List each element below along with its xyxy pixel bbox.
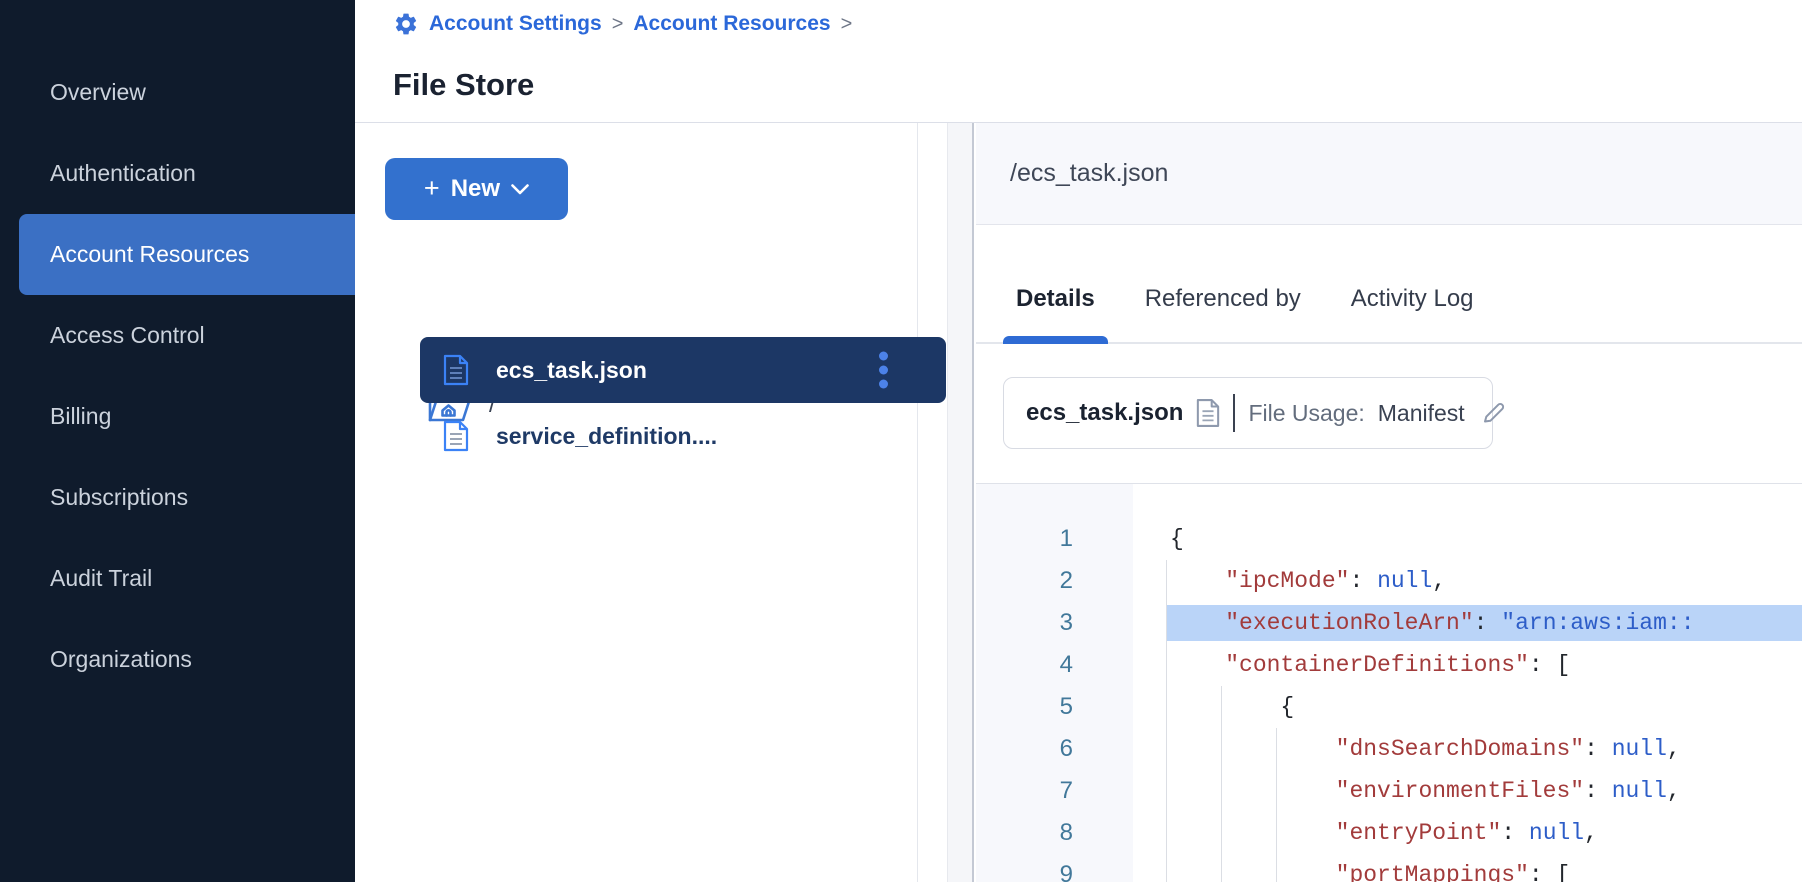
- line-number: 3: [1059, 609, 1073, 636]
- sidebar-item-access-control[interactable]: Access Control: [50, 322, 205, 348]
- gear-icon: [393, 11, 419, 37]
- vertical-divider: [1233, 394, 1236, 432]
- file-usage-value: Manifest: [1377, 399, 1465, 426]
- file-row[interactable]: ecs_task.json: [420, 337, 946, 403]
- sidebar-item-subscriptions[interactable]: Subscriptions: [50, 484, 189, 510]
- code-line: "environmentFiles": null,: [1335, 778, 1681, 804]
- line-number: 6: [1059, 735, 1073, 762]
- code-line: "ipcMode": null,: [1225, 568, 1447, 594]
- indent-guide: [1166, 560, 1167, 882]
- code-line: "executionRoleArn": "arn:aws:iam::: [1133, 602, 1802, 644]
- root-path-label: /: [489, 391, 496, 418]
- file-usage-label: File Usage:: [1248, 399, 1365, 426]
- line-number: 7: [1059, 777, 1073, 804]
- file-name-label: ecs_task.json: [496, 356, 647, 383]
- code-content: { "ipcMode": null, "executionRoleArn": "…: [1133, 484, 1802, 882]
- line-number: 4: [1059, 651, 1073, 678]
- kebab-menu-icon[interactable]: [875, 348, 892, 393]
- line-number: 2: [1059, 567, 1073, 594]
- file-path: /ecs_task.json: [1010, 159, 1169, 187]
- plus-icon: +: [423, 172, 440, 203]
- detail-tabs: Details Referenced by Activity Log: [976, 225, 1802, 344]
- file-info-card: ecs_task.json File Usage: Manifest: [1003, 377, 1504, 449]
- code-line: {: [1170, 526, 1184, 552]
- line-number: 5: [1059, 693, 1073, 720]
- code-line: "entryPoint": null,: [1335, 820, 1598, 846]
- line-number: 1: [1059, 525, 1073, 552]
- file-name: ecs_task.json: [1026, 399, 1184, 426]
- document-icon: [1196, 398, 1220, 428]
- indent-guide: [1276, 728, 1277, 882]
- line-number-gutter: 1 2 3 4 5 6 7 8 9: [976, 484, 1133, 882]
- edit-usage-pencil-icon[interactable]: [1478, 398, 1508, 428]
- breadcrumb-link[interactable]: Account Resources: [633, 12, 831, 35]
- sidebar-item-billing[interactable]: Billing: [50, 403, 112, 429]
- code-line: "containerDefinitions": [: [1225, 652, 1571, 678]
- code-editor[interactable]: 1 2 3 4 5 6 7 8 9 { "ipcMode": null, "executionR…: [976, 483, 1802, 882]
- line-number: 8: [1059, 819, 1073, 846]
- file-row[interactable]: service_definition....: [420, 403, 946, 469]
- breadcrumb-separator: >: [611, 12, 624, 35]
- chevron-down-icon: [511, 183, 529, 194]
- panel-resizer[interactable]: [947, 123, 974, 882]
- code-line: "dnsSearchDomains": null,: [1335, 736, 1681, 762]
- new-button-label: New: [450, 175, 501, 202]
- tab-details[interactable]: Details: [1003, 225, 1108, 344]
- sidebar-item-audit-trail[interactable]: Audit Trail: [50, 565, 153, 591]
- code-line: "portMappings": [: [1335, 862, 1571, 882]
- tab-referenced-by[interactable]: Referenced by: [1144, 284, 1301, 312]
- breadcrumb: Account Settings > Account Resources >: [393, 11, 852, 37]
- file-icon: [443, 354, 469, 386]
- breadcrumb-separator: >: [840, 12, 853, 35]
- breadcrumb-link[interactable]: Account Settings: [429, 12, 602, 35]
- code-line: {: [1170, 694, 1295, 720]
- sidebar-item-authentication[interactable]: Authentication: [50, 160, 196, 186]
- file-store-panel: + New / ecs_task.json service_definition.…: [355, 123, 946, 882]
- sidebar-item-organizations[interactable]: Organizations: [50, 646, 192, 672]
- file-list: ecs_task.json service_definition....: [420, 337, 946, 469]
- line-number: 9: [1059, 861, 1073, 882]
- tab-activity-log[interactable]: Activity Log: [1350, 284, 1474, 312]
- file-detail-panel: /ecs_task.json Details Referenced by Activ…: [976, 123, 1802, 882]
- new-button[interactable]: + New: [385, 158, 568, 220]
- sidebar-item-overview[interactable]: Overview: [50, 79, 146, 105]
- page-title: File Store: [393, 66, 535, 102]
- page-header: Account Settings > Account Resources > File…: [355, 0, 1802, 123]
- indent-guide: [1221, 686, 1222, 882]
- file-icon: [443, 420, 469, 452]
- sidebar-item-account-resources[interactable]: Account Resources: [19, 214, 355, 295]
- file-name-label: service_definition....: [496, 422, 718, 449]
- file-path-header: /ecs_task.json: [976, 123, 1802, 225]
